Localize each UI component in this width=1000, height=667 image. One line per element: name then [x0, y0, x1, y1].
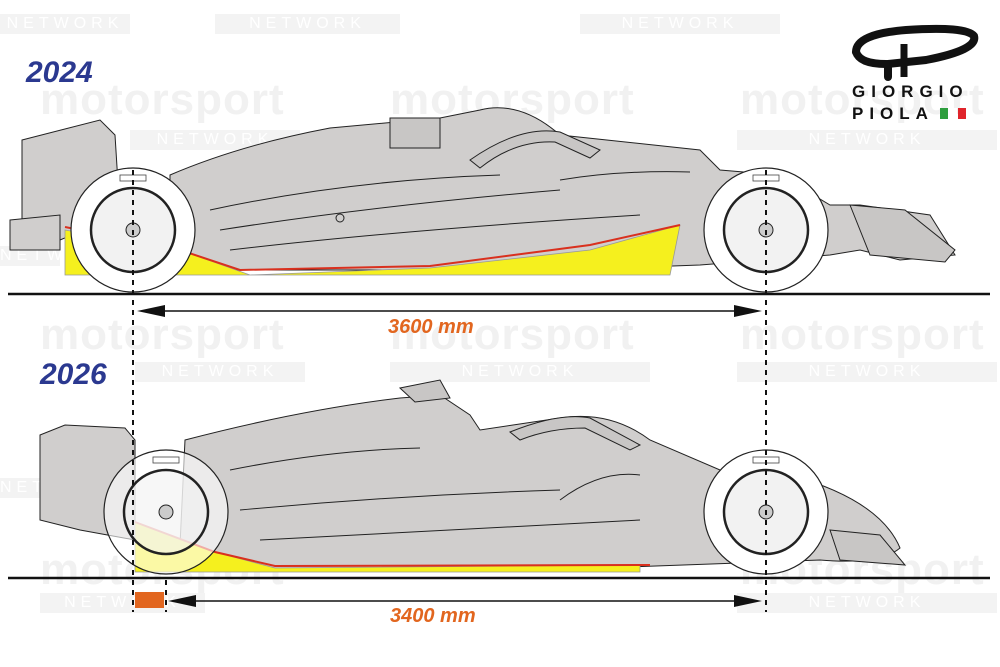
year-label-2024: 2024: [26, 56, 93, 89]
wheelbase-arrow-2026: [168, 595, 762, 607]
watermark-bar: NETWORK: [580, 14, 780, 34]
gp-monogram-icon: [852, 24, 979, 81]
italian-flag-red: [958, 108, 966, 119]
logo-line-2: PIOLA: [852, 104, 934, 123]
rear-wheel-2026: [103, 449, 229, 575]
wheelbase-label-2026: 3400 mm: [390, 605, 476, 627]
watermark-bar: NETWORK: [737, 362, 997, 382]
wheelbase-difference-marker: [135, 592, 164, 608]
watermark-bar: NETWORK: [0, 14, 130, 34]
italian-flag-white: [949, 108, 957, 119]
watermark-bar: NETWORK: [737, 593, 997, 613]
logo-line-1: GIORGIO: [852, 82, 969, 101]
watermark-bar: NETWORK: [390, 362, 650, 382]
watermark: motorsport: [40, 310, 285, 359]
wheelbase-arrow-2024: [137, 305, 762, 317]
watermark: motorsport: [40, 75, 285, 124]
italian-flag-green: [940, 108, 948, 119]
watermark: motorsport: [740, 310, 985, 359]
watermark-bar: NETWORK: [215, 14, 400, 34]
watermark: motorsport: [390, 310, 635, 359]
wheelbase-label-2024: 3600 mm: [388, 316, 474, 338]
year-label-2026: 2026: [40, 358, 107, 391]
giorgio-piola-logo: GIORGIO PIOLA: [846, 22, 996, 127]
watermark-bar: NETWORK: [737, 130, 997, 150]
watermark-bar: NETWORK: [135, 362, 305, 382]
